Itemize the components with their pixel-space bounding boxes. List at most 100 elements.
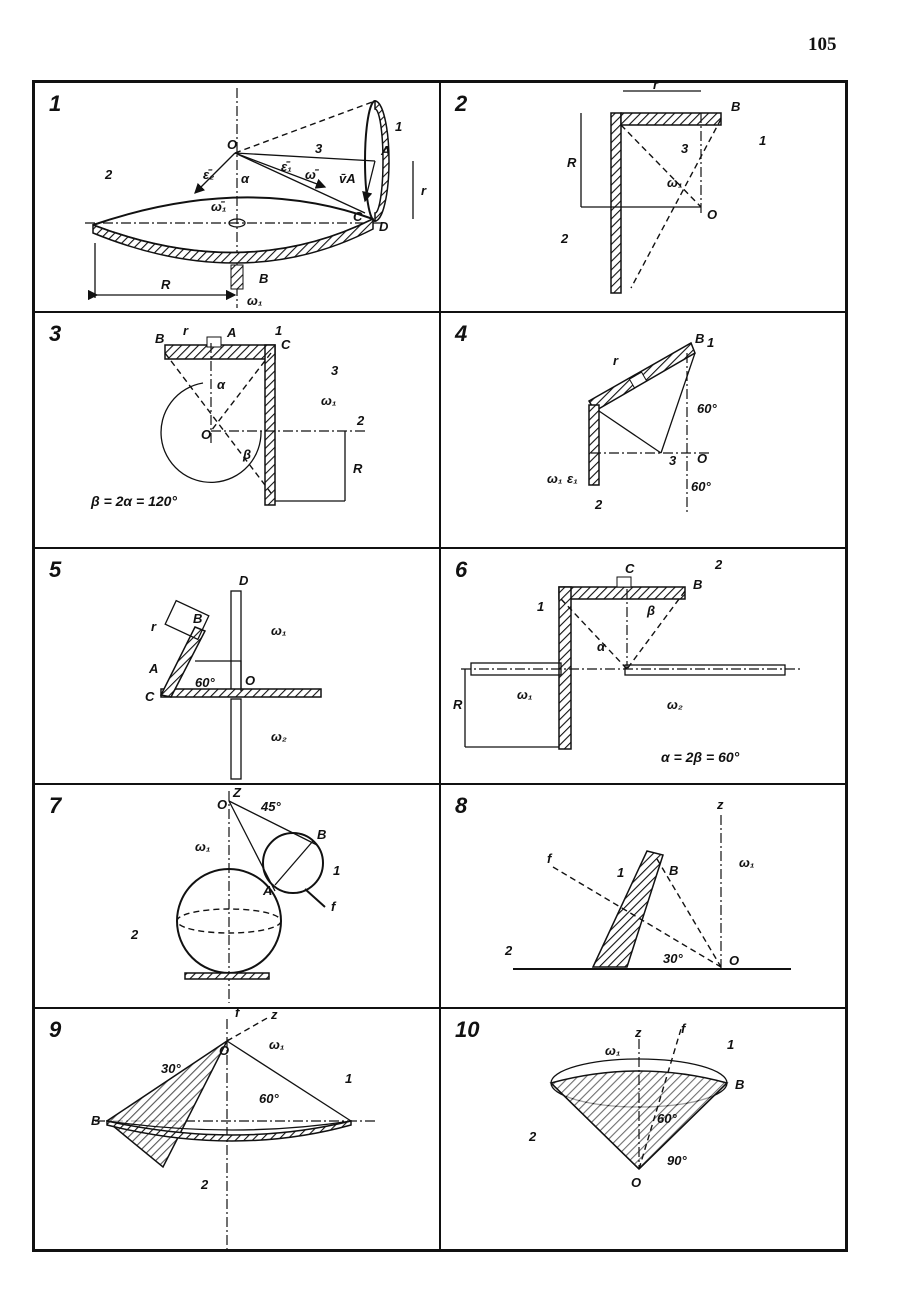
diagram-label: B [695,331,704,346]
diagram-7: O Z A B 1 2 45° f ω₁ [130,785,340,1003]
diagram-label: O [707,207,717,222]
diagram-label: ω₂ [667,697,683,712]
problem-number: 10 [455,1017,480,1042]
problem-cell-6: 6 C B R 1 2 α β ω₁ ω₂ α = 2β = 60° [441,549,848,785]
diagram-label: ω₁ [605,1043,620,1058]
diagram-label: 60° [259,1091,279,1106]
diagram-label: α [241,171,250,186]
diagram-label: R [161,277,171,292]
diagram-label: 2 [104,167,113,182]
diagram-label: 2 [714,557,723,572]
diagram-label: 2 [594,497,603,512]
diagram-label: r [421,183,427,198]
diagram-label: ω̄ [305,167,320,182]
diagram-label: O [245,673,255,688]
diagram-label: ω₂ [271,729,287,744]
diagram-label: B [693,577,702,592]
diagram-label: z [634,1025,642,1040]
diagram-label: v̄A [339,171,356,186]
diagram-label: 3 [331,363,339,378]
diagram-5: D B A C O r 60° ω₁ ω₂ [145,573,322,780]
diagram-label: ω₁ [547,471,562,486]
diagram-1: O A B C D R r 1 2 3 α ε̄₂ ε̄₁ ω̄ v̄A ω₁ … [85,88,427,308]
diagram-label: z [716,797,724,812]
diagram-label: ω₁ [667,175,682,190]
diagram-label: C [145,689,155,704]
diagram-label: r [613,353,619,368]
problem-number: 5 [49,557,62,582]
diagram-label: B [669,863,678,878]
diagram-label: 2 [200,1177,209,1192]
problem-number: 4 [455,321,468,346]
problem-cell-5: 5 D B A C O r 60° ω₁ ω₂ [35,549,441,785]
diagram-label: A [226,325,236,340]
diagram-label: 60° [195,675,215,690]
diagram-label: ω₁ [321,393,336,408]
diagram-label: C [625,561,635,576]
diagram-label: ω₁ [271,623,286,638]
diagram-label: O [219,1043,229,1058]
diagram-label: 3 [315,141,323,156]
diagram-label: ω₁ [247,293,262,308]
diagram-label: 1 [333,863,340,878]
diagram-label: 1 [275,323,282,338]
diagram-label: 1 [617,865,624,880]
problem-cell-7: 7 O Z A B 1 2 45° f ω₁ [35,785,441,1009]
problem-cell-4: 4 1 O 2 3 B r 60° 60° ω₁ ε₁ [441,313,848,549]
diagram-label: ω₁ [195,839,210,854]
problem-cell-8: 8 z B O f 1 2 30° ω₁ [441,785,848,1009]
diagram-label: A [148,661,158,676]
diagram-label: B [259,271,268,286]
diagram-label: C [281,337,291,352]
diagram-label: B [731,99,740,114]
diagram-label: O [227,137,237,152]
page-number: 105 [808,34,837,55]
problem-number: 6 [455,557,468,582]
diagram-label: O [631,1175,641,1190]
diagram-label: 2 [130,927,139,942]
problem-cell-3: 3 B A C O R r 1 2 3 α β ω₁ β = 2α = 120° [35,313,441,549]
diagram-label: O [729,953,739,968]
diagram-label: R [453,697,463,712]
diagram-label: 3 [681,141,689,156]
diagram-label: B [193,611,202,626]
diagram-label: 1 [537,599,544,614]
diagram-label: 90° [667,1153,687,1168]
diagram-label: Z [232,785,242,800]
diagram-6: C B R 1 2 α β ω₁ ω₂ [453,557,801,750]
diagram-label: 2 [356,413,365,428]
diagram-label: β [646,603,655,618]
diagram-label: 60° [697,401,717,416]
diagram-label: 1 [395,119,402,134]
diagram-label: α [597,639,606,654]
diagram-label: B [317,827,326,842]
diagram-label: ω̄₁ [211,199,226,214]
problem-cell-10: 10 z f B O 1 2 60° 90° ω₁ [441,1009,848,1252]
problem-number: 1 [49,91,62,116]
diagram-label: β [242,447,251,462]
diagram-label: B [735,1077,744,1092]
problem-number: 2 [455,91,468,116]
diagram-label: ω₁ [517,687,532,702]
diagram-label: D [239,573,249,588]
diagram-label: 1 [707,335,714,350]
diagram-label: ε̄₁ [281,159,292,174]
diagram-label: 2 [528,1129,537,1144]
problem-cell-9: 9 f z O B 1 2 30° 60° ω₁ [35,1009,441,1252]
diagram-label: 60° [691,479,711,494]
problem-formula: β = 2α = 120° [91,493,178,509]
diagram-label: r [653,83,659,92]
diagram-4: 1 O 2 3 B r 60° 60° ω₁ ε₁ [547,331,717,513]
diagram-label: 2 [560,231,569,246]
diagram-2: B O R r 1 2 3 ω₁ [560,83,766,294]
diagram-label: O [201,427,211,442]
diagram-label: 30° [663,951,683,966]
problem-number: 3 [49,321,62,346]
diagram-label: O [697,451,707,466]
diagram-label: r [183,323,189,338]
diagram-label: C [353,209,363,224]
diagram-label: A [380,143,390,158]
diagram-label: R [353,461,363,476]
diagram-label: 30° [161,1061,181,1076]
diagram-label: f [681,1021,687,1036]
